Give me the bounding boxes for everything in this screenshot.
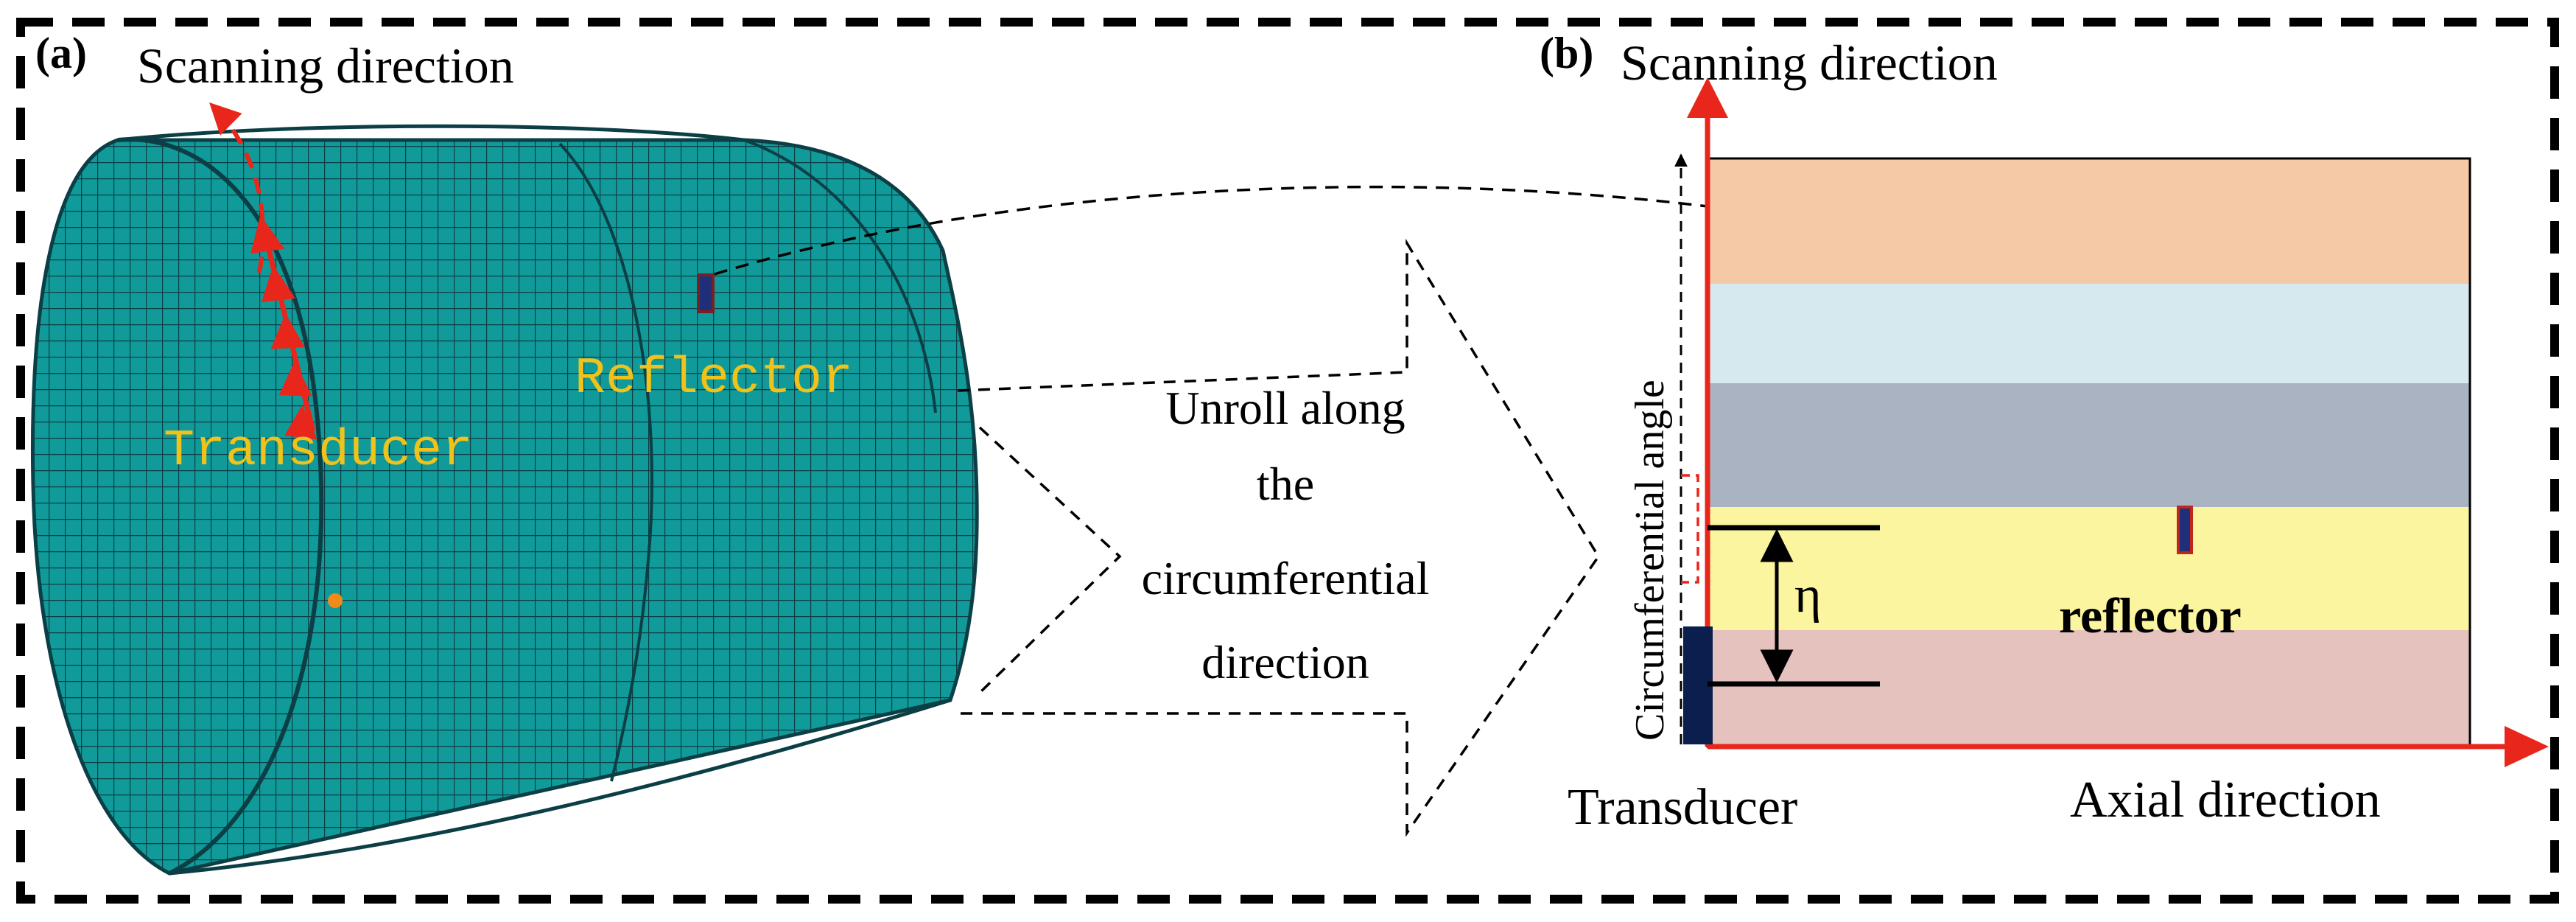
unroll-arrow bbox=[957, 238, 1601, 837]
color-band bbox=[1708, 383, 2470, 507]
panel-b: (b) Scanning direction Circumferential a… bbox=[1540, 29, 2549, 836]
unroll-line-3: circumferential bbox=[1142, 552, 1430, 604]
color-band bbox=[1708, 158, 2470, 284]
axial-axis-arrowhead bbox=[2505, 726, 2549, 767]
unroll-line-1: Unroll along bbox=[1165, 382, 1405, 434]
circ-angle-label: Circumferential angle bbox=[1627, 380, 1673, 741]
reflector-label-b: reflector bbox=[2059, 587, 2242, 643]
panel-a-label: (a) bbox=[35, 29, 87, 77]
panel-b-scanning-label: Scanning direction bbox=[1621, 35, 1998, 91]
reflector-label-a: Reflector bbox=[575, 350, 853, 408]
transducer-label-a: Transducer bbox=[164, 422, 473, 481]
eta-label: η bbox=[1794, 567, 1822, 624]
panel-a-scanning-label: Scanning direction bbox=[137, 38, 514, 94]
scan-axis-arrowhead bbox=[1687, 77, 1728, 118]
color-band bbox=[1708, 284, 2470, 383]
reflector-marker-b bbox=[2177, 506, 2193, 554]
reflector-marker-a bbox=[697, 273, 715, 313]
transducer-prev-position bbox=[1681, 474, 1699, 584]
axial-direction-label: Axial direction bbox=[2070, 772, 2381, 828]
unroll-text: Unroll along the circumferential directi… bbox=[1142, 382, 1430, 688]
red-transducer-arrows bbox=[250, 214, 317, 440]
cylinder-mesh bbox=[30, 124, 979, 876]
panel-a: (a) Scanning direction bbox=[30, 29, 979, 876]
panel-b-label: (b) bbox=[1540, 29, 1593, 77]
color-band bbox=[1708, 630, 2470, 747]
unroll-line-4: direction bbox=[1201, 636, 1369, 688]
unroll-line-2: the bbox=[1257, 458, 1314, 510]
scan-arc-arrow bbox=[209, 102, 265, 273]
outer-frame bbox=[16, 18, 2559, 904]
transducer-label-b: Transducer bbox=[1568, 779, 1797, 836]
color-bands bbox=[1708, 158, 2470, 747]
